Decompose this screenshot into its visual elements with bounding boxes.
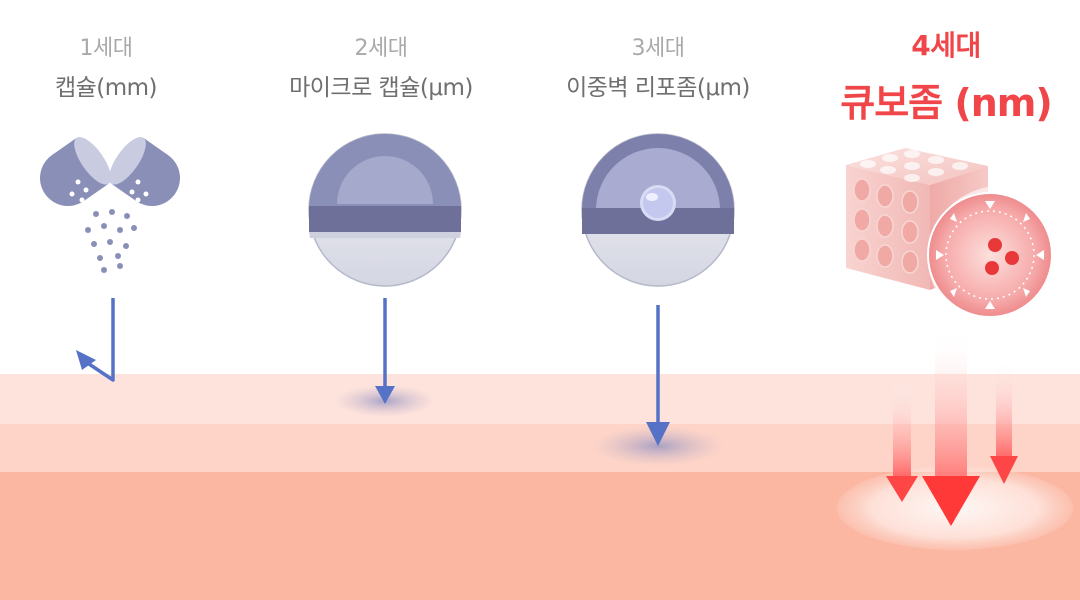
skin-layer-top (0, 374, 1080, 424)
cubosome-icon (846, 148, 1072, 330)
generation-4-label: 4세대 (911, 29, 981, 62)
skin-layer-middle (0, 424, 1080, 472)
generation-2-name: 마이크로 캡슐(μm) (289, 75, 473, 101)
double-wall-liposome-icon (581, 133, 735, 287)
generation-3-label: 3세대 (631, 36, 685, 61)
generation-3-name: 이중벽 리포좀(μm) (566, 75, 750, 101)
arrows-deep-penetration (886, 330, 1018, 526)
arrow-to-epidermis (375, 298, 395, 404)
bounce-back-arrow (76, 298, 115, 382)
generation-2-label: 2세대 (354, 36, 408, 61)
arrow-to-dermis (646, 305, 670, 446)
generation-4-name: 큐보좀 (nm) (840, 81, 1053, 125)
capsule-icon (40, 137, 180, 273)
micro-capsule-icon (308, 133, 462, 287)
generation-1-name: 캡슐(mm) (54, 75, 158, 101)
generation-1-label: 1세대 (79, 36, 133, 61)
